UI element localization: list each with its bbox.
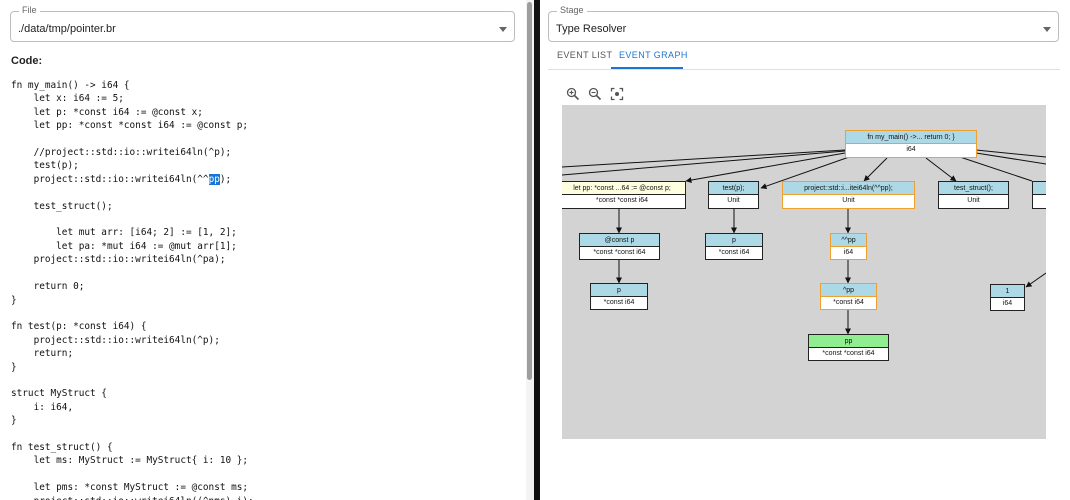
edge (685, 152, 846, 184)
graph-node-label: @const p (580, 234, 659, 247)
graph-node-type: Unit (727, 197, 740, 204)
graph-edges (562, 149, 1046, 335)
chevron-down-icon (1043, 27, 1051, 32)
graph-node-type: i64 (906, 146, 916, 153)
edge (1025, 272, 1046, 288)
graph-node-label: ^^pp (831, 234, 866, 247)
graph-node-p[interactable]: p *const i64 (590, 283, 648, 310)
code-scrollbar[interactable] (526, 0, 534, 500)
zoom-in-icon[interactable] (566, 87, 580, 101)
right-pane: Stage Type Resolver EVENT LIST EVENT GRA… (540, 0, 1070, 500)
edge (562, 149, 846, 168)
edge (562, 150, 846, 176)
graph-node-type: Unit (967, 197, 980, 204)
edge (760, 155, 853, 190)
graph-node-type: *const *const i64 (822, 350, 875, 357)
graph-node-label: fn my_main() ->... return 0; } (846, 131, 976, 144)
graph-node-label: project::std::i...itei64ln(^^pp); (783, 182, 914, 195)
code-title: Code: (11, 55, 43, 67)
graph-node-type: *const i64 (603, 299, 635, 306)
fit-view-icon[interactable] (610, 87, 624, 101)
edge (975, 149, 1046, 158)
graph-node-type: Unit (842, 197, 855, 204)
event-graph-canvas[interactable]: fn my_main() ->... return 0; } i64 let p… (562, 105, 1046, 439)
graph-node-test-struct[interactable]: test_struct(); Unit (938, 181, 1009, 209)
tab-active-indicator (611, 67, 683, 69)
code-text-before: fn my_main() -> i64 { let x: i64 := 5; l… (11, 80, 249, 185)
tab-event-graph[interactable]: EVENT GRAPH (619, 50, 688, 60)
edge (863, 157, 888, 182)
graph-node-const-p[interactable]: @const p *const *const i64 (579, 233, 660, 260)
graph-node-literal-1[interactable]: 1 i64 (990, 284, 1025, 311)
graph-node-label: ^pp (821, 284, 876, 297)
left-pane: File ./data/tmp/pointer.br Code: fn my_m… (0, 0, 526, 500)
graph-node-label: let pp: *const ...64 := @const p; (562, 182, 685, 195)
file-select-value: ./data/tmp/pointer.br (18, 23, 116, 35)
graph-node-type: *const i64 (833, 299, 864, 306)
chevron-down-icon (499, 27, 507, 32)
graph-node-pp[interactable]: pp *const *const i64 (808, 334, 889, 361)
edge (925, 157, 957, 182)
stage-select[interactable]: Stage Type Resolver (548, 5, 1059, 42)
graph-node-p[interactable]: p *const i64 (705, 233, 763, 260)
graph-node-type: i64 (1002, 300, 1013, 307)
graph-node-let-pp[interactable]: let pp: *const ...64 := @const p; *const… (562, 181, 686, 209)
zoom-out-icon[interactable] (588, 87, 602, 101)
stage-select-value: Type Resolver (556, 23, 627, 35)
graph-node-label: p (706, 234, 762, 247)
edge (959, 156, 1033, 182)
pane-divider[interactable] (534, 0, 540, 500)
graph-node-label: 1 (991, 285, 1024, 298)
graph-node-type: *const i64 (718, 249, 750, 256)
graph-node-test-p[interactable]: test(p); Unit (708, 181, 759, 209)
graph-node-type: *const *const i64 (593, 249, 646, 256)
edge (975, 152, 1046, 165)
graph-node-deref-pp[interactable]: ^^pp i64 (830, 233, 867, 260)
graph-node-my-main[interactable]: fn my_main() ->... return 0; } i64 (845, 130, 977, 158)
file-select[interactable]: File ./data/tmp/pointer.br (10, 5, 515, 42)
file-select-label: File (19, 5, 40, 15)
code-scrollbar-thumb[interactable] (527, 2, 532, 380)
tab-event-list[interactable]: EVENT LIST (557, 50, 613, 60)
stage-select-label: Stage (557, 5, 587, 15)
graph-node-type: *const *const i64 (595, 197, 649, 204)
graph-node-type: i64 (843, 249, 854, 256)
graph-node-label: test_struct(); (939, 182, 1008, 195)
code-text-after: ); test_struct(); let mut arr: [i64; 2] … (11, 173, 254, 500)
graph-node-offscreen[interactable] (1032, 181, 1046, 209)
graph-node-deref-p[interactable]: ^pp *const i64 (820, 283, 877, 310)
graph-node-label: test(p); (709, 182, 758, 195)
code-view[interactable]: fn my_main() -> i64 { let x: i64 := 5; l… (11, 79, 254, 500)
tab-bar: EVENT LIST EVENT GRAPH (548, 44, 1060, 70)
graph-node-label: pp (809, 335, 888, 348)
code-highlight: pp (208, 173, 220, 185)
graph-node-label: p (591, 284, 647, 297)
graph-node-writeln[interactable]: project::std::i...itei64ln(^^pp); Unit (782, 181, 915, 209)
